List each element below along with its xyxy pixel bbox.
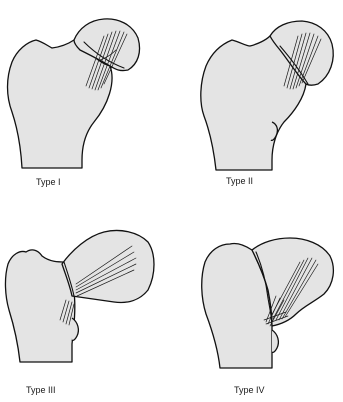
lesser-trochanter-type-3 bbox=[72, 318, 78, 340]
femur-type-2 bbox=[201, 21, 333, 170]
femur-shaft-type-1 bbox=[8, 40, 113, 168]
label-type-3: Type III bbox=[26, 385, 56, 395]
label-type-2: Type II bbox=[226, 176, 253, 186]
femur-type-1 bbox=[8, 19, 140, 168]
femoral-head-type-3 bbox=[62, 230, 154, 302]
label-type-4: Type IV bbox=[234, 385, 265, 395]
femur-type-3 bbox=[5, 230, 154, 362]
lesser-trochanter-type-4 bbox=[272, 330, 278, 352]
femur-type-4 bbox=[202, 238, 334, 368]
label-type-1: Type I bbox=[36, 177, 61, 187]
lesser-trochanter-type-2 bbox=[271, 122, 277, 140]
